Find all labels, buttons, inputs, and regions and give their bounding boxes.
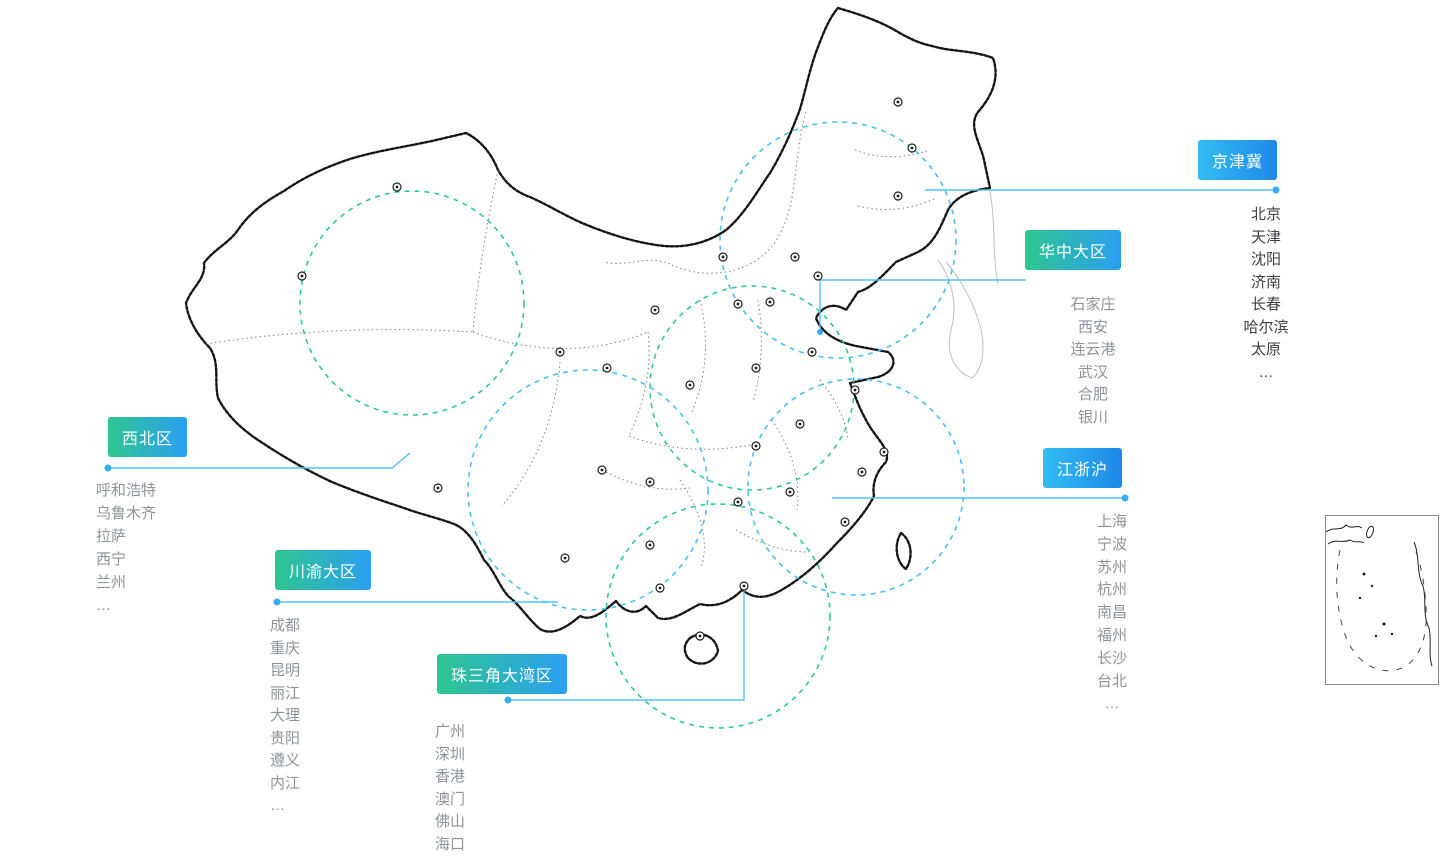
city-item: 上海 (1096, 513, 1127, 530)
city-item: … (435, 858, 450, 868)
region-cities-zhusanjiao: 广州深圳香港澳门佛山海口 … (435, 721, 465, 868)
city-item: 苏州 (1096, 558, 1127, 576)
connector-zhusanjiao (508, 590, 745, 701)
circle-chuanyu (467, 369, 709, 611)
city-item: 连云港 (1070, 341, 1116, 358)
city-item: 兰州 (96, 574, 127, 591)
city-item: 合肥 (1077, 386, 1108, 403)
city-item: 内江 (270, 774, 301, 792)
circle-zhusanjiao (605, 503, 831, 729)
region-badge-chuanyu[interactable]: 川渝大区 (275, 550, 372, 590)
region-cities-chuanyu: 成都重庆昆明丽江大理贵阳遵义内江 … (270, 615, 300, 818)
city-item: 广州 (435, 723, 466, 740)
region-cities-jingjinji: 北京天津沈阳济南长春哈尔滨太原 … (1216, 204, 1316, 384)
city-item: 大理 (270, 707, 301, 724)
region-circles (299, 121, 965, 729)
city-item: 太原 (1250, 341, 1281, 358)
region-cities-xibei: 呼和浩特乌鲁木齐拉萨西宁兰州 … (96, 479, 156, 617)
city-item: 澳门 (435, 790, 466, 808)
city-item: 南昌 (1096, 604, 1127, 622)
city-item: 哈尔滨 (1243, 318, 1289, 336)
south-china-sea-inset (1325, 515, 1439, 685)
city-item: 杭州 (1096, 581, 1127, 599)
city-item: 北京 (1250, 206, 1281, 223)
city-item: 宁波 (1096, 535, 1127, 553)
city-markers (297, 97, 917, 641)
city-item: … (1104, 695, 1120, 713)
city-item: 佛山 (435, 813, 466, 830)
city-item: 深圳 (435, 745, 466, 763)
south-china-sea-inset-map (1325, 524, 1433, 672)
city-item: 成都 (270, 617, 301, 634)
city-item: 海口 (435, 835, 466, 853)
city-item: 西宁 (96, 551, 127, 568)
city-item: 乌鲁木齐 (96, 505, 157, 522)
circle-huazhong (649, 285, 855, 491)
city-item: 重庆 (270, 639, 301, 657)
city-item: 沈阳 (1250, 251, 1281, 268)
province-borders (205, 111, 999, 569)
city-item: 贵阳 (270, 729, 301, 747)
city-item: 西安 (1077, 318, 1108, 336)
region-badge-jiangzhehu[interactable]: 江浙沪 (1043, 448, 1123, 488)
city-item: 天津 (1250, 228, 1281, 246)
city-item: 拉萨 (96, 528, 127, 545)
city-item: 长沙 (1096, 649, 1127, 667)
china-outline (184, 6, 997, 665)
city-item: 石家庄 (1070, 296, 1116, 313)
city-item: 丽江 (270, 684, 301, 702)
city-item: 银川 (1077, 408, 1108, 426)
city-item: 香港 (435, 768, 466, 785)
city-item: 武汉 (1077, 363, 1108, 381)
city-item: … (270, 797, 285, 814)
region-badge-zhusanjiao[interactable]: 珠三角大湾区 (437, 654, 568, 694)
city-item: 呼和浩特 (96, 482, 157, 499)
city-item: 台北 (1096, 672, 1127, 690)
city-item: … (96, 597, 111, 614)
region-cities-huazhong: 石家庄西安连云港武汉合肥银川 (1038, 294, 1148, 429)
city-item: 遵义 (270, 752, 301, 769)
city-item: … (1258, 363, 1274, 381)
region-badge-huazhong[interactable]: 华中大区 (1025, 230, 1122, 270)
city-item: 福州 (1096, 626, 1127, 644)
connector-huazhong (819, 279, 1026, 332)
connector-xibei (108, 452, 411, 469)
region-cities-jiangzhehu: 上海宁波苏州杭州南昌福州长沙台北 … (1062, 511, 1162, 716)
city-item: 济南 (1250, 273, 1281, 291)
city-item: 昆明 (270, 662, 301, 679)
circle-jiangzhehu (747, 378, 965, 596)
region-badge-jingjinji[interactable]: 京津冀 (1198, 140, 1278, 180)
circle-northwest (299, 190, 525, 416)
city-item: 长春 (1250, 296, 1281, 313)
region-badge-xibei[interactable]: 西北区 (108, 417, 188, 457)
circle-jingjinji (719, 121, 957, 359)
